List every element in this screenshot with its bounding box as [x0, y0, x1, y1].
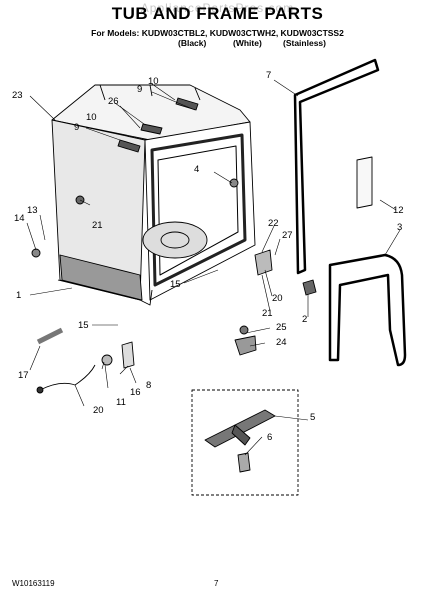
callout-16: 16	[130, 387, 141, 398]
callout-26: 26	[108, 96, 119, 107]
callout-5: 5	[310, 412, 315, 423]
callout-21: 21	[92, 220, 103, 231]
variant-stainless: (Stainless)	[283, 38, 326, 48]
bushing	[31, 248, 41, 258]
callout-7: 7	[266, 70, 271, 81]
bracket	[254, 249, 273, 276]
page-number: 7	[214, 579, 219, 588]
callout-17: 17	[18, 370, 29, 381]
hinge-brackets	[117, 97, 199, 153]
callout-4: 4	[194, 164, 199, 175]
detail-box	[191, 389, 299, 496]
callout-15-lower: 15	[78, 320, 89, 331]
callout-20: 20	[93, 405, 104, 416]
callout-14: 14	[14, 213, 25, 224]
model-list: For Models: KUDW03CTBL2, KUDW03CTWH2, KU…	[91, 28, 344, 38]
latch	[302, 279, 317, 296]
callout-24: 24	[276, 337, 287, 348]
screw	[229, 178, 239, 188]
callout-10-mid: 10	[86, 112, 97, 123]
callout-27: 27	[282, 230, 293, 241]
callout-15-upper: 15	[170, 279, 181, 290]
variant-black: (Black)	[178, 38, 207, 48]
door-seal	[293, 58, 380, 275]
page-title: TUB AND FRAME PARTS	[111, 4, 324, 23]
vent-strip	[356, 156, 373, 209]
tub-gasket	[328, 253, 407, 367]
document-number: W10163119	[12, 579, 55, 588]
washer	[101, 354, 113, 366]
tub-assembly	[51, 84, 256, 306]
callout-2: 2	[302, 314, 307, 325]
callout-1: 1	[16, 290, 21, 301]
callout-12: 12	[393, 205, 404, 216]
callout-22: 22	[268, 218, 279, 229]
callout-13: 13	[27, 205, 38, 216]
drain-hose	[36, 327, 64, 345]
callout-9-mid: 9	[74, 122, 79, 133]
variant-white: (White)	[233, 38, 262, 48]
callout-11: 11	[116, 397, 126, 408]
leader-lines	[26, 79, 401, 456]
callout-19: 21	[262, 308, 273, 319]
callout-9-top: 9	[137, 84, 142, 95]
clip	[121, 341, 135, 369]
support	[234, 335, 257, 356]
callout-6: 6	[267, 432, 272, 443]
callout-10-top: 10	[148, 76, 159, 87]
callout-3: 3	[397, 222, 402, 233]
callout-25: 25	[276, 322, 287, 333]
watermark: AppliancePartsPros.com	[140, 1, 295, 15]
callout-8: 8	[146, 380, 151, 391]
callout-23: 23	[12, 90, 23, 101]
callout-18: 20	[272, 293, 283, 304]
wire-harness	[39, 364, 96, 391]
